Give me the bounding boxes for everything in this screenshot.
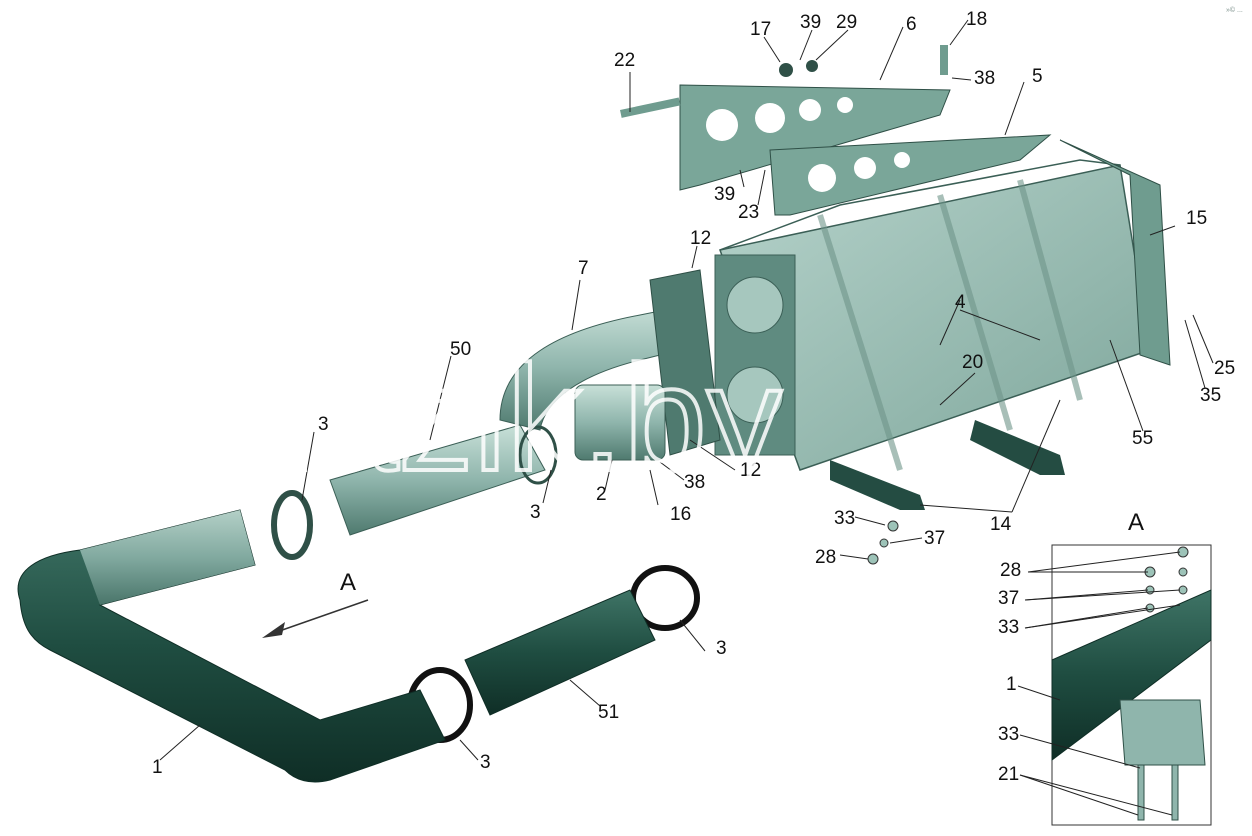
callout-15: 15	[1186, 208, 1207, 229]
callout-50: 50	[450, 339, 471, 360]
view-label-a: A	[340, 569, 356, 596]
callout-17: 17	[750, 19, 771, 40]
callout-22: 22	[614, 50, 635, 71]
callout-4: 4	[955, 292, 966, 313]
callout-12b: 12	[740, 460, 761, 481]
callout-29: 29	[836, 12, 857, 33]
callout-35: 35	[1200, 385, 1221, 406]
callout-6: 6	[906, 14, 917, 35]
callout-39b: 39	[714, 184, 735, 205]
rear-flange	[1059, 139, 1171, 366]
callout-39a: 39	[800, 12, 821, 33]
callout-labels: 1 2 3 3 3 3 4 5 6 7 12 12 14 15 16 17 18…	[152, 9, 1235, 778]
callout-37: 37	[924, 528, 945, 549]
inset-callout-28: 28	[1000, 560, 1021, 581]
inset-bolt-b	[1171, 764, 1179, 821]
callout-38b: 38	[684, 472, 705, 493]
bolt-18	[940, 45, 948, 75]
callout-7: 7	[578, 258, 589, 279]
leader-lines	[159, 19, 1214, 761]
washer-17	[779, 63, 793, 77]
corner-mark: »© ...	[1226, 6, 1243, 14]
callout-1: 1	[152, 757, 163, 778]
inset-bracket	[1119, 699, 1206, 766]
callout-28: 28	[815, 547, 836, 568]
clamp-3a	[271, 490, 313, 560]
callout-3a: 3	[318, 414, 329, 435]
muffler-body	[714, 159, 1151, 471]
strap-14a	[830, 460, 925, 510]
inset-view-a: A 28 37 33 1 33 21	[998, 509, 1212, 826]
inset-title: A	[1128, 509, 1144, 536]
callout-20: 20	[962, 352, 983, 373]
callout-5: 5	[1032, 66, 1043, 87]
callout-33: 33	[834, 508, 855, 529]
inset-callout-33a: 33	[998, 617, 1019, 638]
inset-callout-1: 1	[1006, 674, 1017, 695]
bracket-5	[769, 134, 1052, 216]
callout-12a: 12	[690, 228, 711, 249]
callout-2: 2	[596, 484, 607, 505]
callout-38a: 38	[974, 68, 995, 89]
callout-51: 51	[598, 702, 619, 723]
watermark: mazik.by	[190, 334, 782, 502]
callout-25: 25	[1214, 358, 1235, 379]
callout-23: 23	[738, 202, 759, 223]
callout-55: 55	[1132, 428, 1153, 449]
pipe-50	[329, 424, 546, 536]
nut-29	[806, 60, 818, 72]
inset-callout-21: 21	[998, 764, 1019, 785]
pipe-2	[574, 384, 666, 461]
view-arrow	[267, 599, 369, 636]
callout-14: 14	[990, 514, 1012, 535]
callout-3d: 3	[480, 752, 491, 773]
callout-18: 18	[966, 9, 987, 30]
bolt-22	[619, 97, 681, 118]
inset-callout-37: 37	[998, 588, 1019, 609]
inset-callout-33b: 33	[998, 724, 1019, 745]
inset-bolt-a	[1137, 764, 1145, 821]
strap-14b	[970, 420, 1065, 475]
callout-3c: 3	[716, 638, 727, 659]
callout-16: 16	[670, 504, 691, 525]
callout-3b: 3	[530, 502, 541, 523]
inset-pipe-1	[1051, 589, 1212, 762]
pipe-51	[464, 589, 656, 716]
